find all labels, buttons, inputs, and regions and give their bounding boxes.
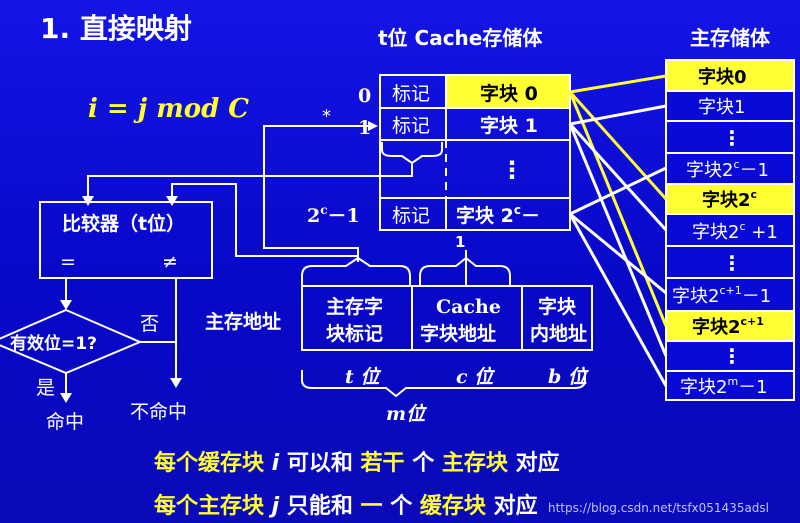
width-offset: b 位: [548, 366, 589, 388]
width-cache: c 位: [456, 366, 495, 388]
watermark: https://blog.csdn.net/tsfx051435adsl: [548, 501, 769, 515]
cache-dots: ⋮: [500, 156, 524, 184]
cache-row-0-block: 字块 0: [480, 82, 538, 105]
cache-row-0-tag: 标记: [392, 83, 430, 105]
mm-block-2m-minus-1: 字块2m－1: [680, 375, 768, 398]
address-label: 主存地址: [205, 310, 281, 333]
address-field-offset-l2: 内地址: [530, 322, 587, 345]
comparator-eq: =: [60, 251, 76, 273]
cache-row-0-highlight: [446, 76, 569, 108]
mapping-lines: [568, 74, 668, 387]
decision-label: 有效位=1?: [10, 333, 97, 354]
address-field-cache-l2: 字块地址: [420, 322, 496, 345]
mm-block-1: 字块1: [698, 97, 745, 118]
mm-block-0: 字块0: [698, 66, 747, 88]
mm-block-2c1-highlight: [667, 311, 793, 341]
address-field-tag-l1: 主存字: [326, 295, 383, 318]
address-field-tag-l2: 块标记: [326, 323, 383, 345]
decision-no: 否: [140, 313, 159, 335]
cache-header: t位 Cache存储体: [378, 26, 543, 50]
mm-block-2c-plus-1: 字块2c +1: [692, 220, 778, 243]
main-memory-table: 字块0 字块1 ⋮ 字块2c－1 字块2c 字块2c +1 ⋮ 字块2c+1－1…: [665, 59, 795, 401]
cache-row-1-tag: 标记: [392, 115, 430, 137]
cache-index-0: 0: [358, 85, 371, 107]
cache-row-last-block: 字块 2c－: [456, 203, 540, 227]
mm-block-2c1-minus-1: 字块2c+1－1: [672, 284, 771, 307]
mm-dots-3: ⋮: [722, 344, 742, 368]
valid-bit-decision: [0, 308, 143, 375]
decision-yes: 是: [36, 377, 55, 399]
cache-row-last-tag: 标记: [392, 205, 430, 227]
main-memory-header: 主存储体: [690, 26, 771, 50]
mm-block-0-highlight: [667, 61, 793, 91]
arrowheads: [60, 121, 378, 403]
note-line-2: 每个主存块 j 只能和 一 个 缓存块 对应: [154, 493, 538, 519]
connector-lines: [65, 125, 586, 398]
comparator-box: [39, 201, 213, 279]
mm-block-2c-highlight: [667, 184, 793, 214]
cache-index-last: 2c－1: [307, 203, 360, 227]
selection-marker: *: [322, 106, 331, 127]
width-tag: t 位: [345, 366, 381, 388]
address-format: 主存字 块标记 Cache 字块地址 字块 内地址 t 位 c 位 b 位 m位: [301, 285, 593, 425]
comparator-neq: ≠: [162, 251, 178, 273]
cache-row-1-block: 字块 1: [480, 114, 538, 137]
width-total: m位: [386, 403, 427, 425]
slide-title: 1. 直接映射: [40, 12, 192, 45]
comparator-label: 比较器（t位）: [62, 212, 185, 235]
hit-label: 命中: [46, 411, 84, 433]
mm-block-2c: 字块2c: [702, 188, 757, 211]
address-field-offset-l1: 字块: [538, 295, 577, 318]
address-field-cache-l1: Cache: [436, 296, 501, 318]
cache-row-last-block-wrap: 1: [455, 233, 465, 251]
cache-index-1: 1: [358, 117, 371, 139]
note-line-1: 每个缓存块 i 可以和 若干 个 主存块 对应: [154, 450, 560, 476]
miss-label: 不命中: [130, 401, 187, 423]
tag-brace: [381, 142, 443, 165]
mm-dots-2: ⋮: [722, 251, 742, 275]
mm-dots-1: ⋮: [722, 126, 742, 150]
mapping-formula: i = j mod C: [88, 94, 249, 124]
mm-block-2c-minus-1: 字块2c－1: [686, 158, 769, 181]
cache-table: 标记 字块 0 标记 字块 1 ⋮ 标记 字块 2c－ 1 0 1 2c－1 *: [307, 74, 571, 251]
